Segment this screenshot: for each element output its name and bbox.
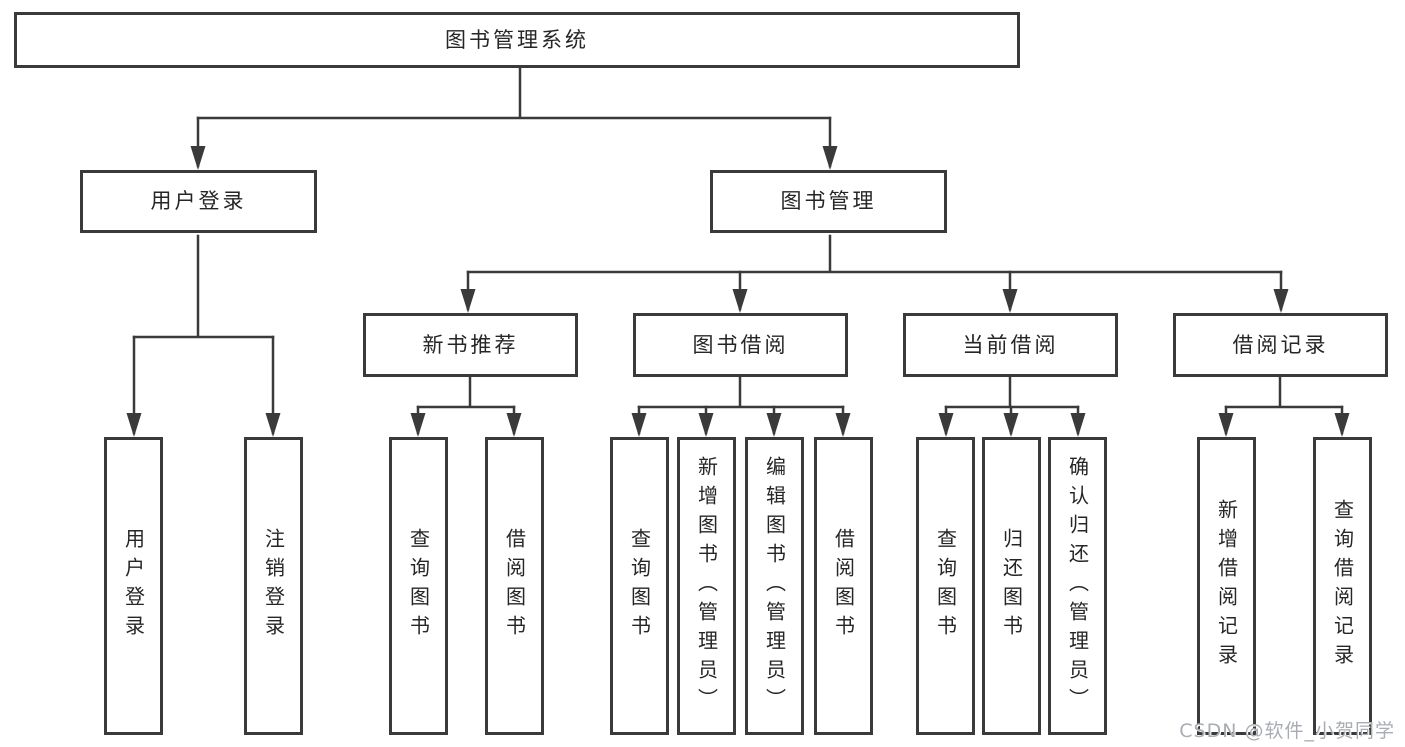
node-current-borrowing: 当前借阅 [903, 313, 1118, 377]
node-root: 图书管理系统 [14, 12, 1020, 68]
leaf-borrow-books-borrowing-label: 借阅图书 [831, 528, 856, 644]
leaf-borrow-books-recommend: 借阅图书 [485, 437, 544, 735]
node-book-management-label: 图书管理 [780, 189, 877, 213]
leaf-add-book-admin-label: 新增图书（管理员） [694, 455, 719, 717]
leaf-edit-book-admin-label: 编辑图书（管理员） [762, 455, 787, 717]
watermark: CSDN @软件_小贺同学 [1179, 720, 1395, 742]
leaf-user-login-label: 用户登录 [121, 528, 146, 644]
connector-trunks [132, 65, 1344, 409]
leaf-add-book-admin: 新增图书（管理员） [677, 437, 736, 735]
leaf-query-books-borrowing-label: 查询图书 [627, 528, 652, 644]
leaf-query-books-current-label: 查询图书 [933, 528, 958, 644]
leaf-logout: 注销登录 [244, 437, 303, 735]
leaf-query-borrow-record: 查询借阅记录 [1313, 437, 1372, 735]
leaf-query-books-borrowing: 查询图书 [610, 437, 669, 735]
node-root-label: 图书管理系统 [445, 27, 589, 52]
node-borrowing-records-label: 借阅记录 [1232, 332, 1329, 357]
leaf-query-books-recommend-label: 查询图书 [406, 528, 431, 644]
node-book-borrowing-label: 图书借阅 [692, 332, 789, 357]
leaf-add-borrow-record-label: 新增借阅记录 [1214, 499, 1239, 673]
leaf-return-book-label: 归还图书 [999, 528, 1024, 644]
node-book-borrowing: 图书借阅 [633, 313, 848, 377]
node-borrowing-records: 借阅记录 [1173, 313, 1388, 377]
leaf-query-books-current: 查询图书 [916, 437, 975, 735]
node-current-borrowing-label: 当前借阅 [962, 332, 1059, 357]
leaf-return-book: 归还图书 [982, 437, 1041, 735]
node-new-book-recommend: 新书推荐 [363, 313, 578, 377]
leaf-confirm-return-admin: 确认归还（管理员） [1048, 437, 1107, 735]
leaf-query-books-recommend: 查询图书 [389, 437, 448, 735]
node-user-login: 用户登录 [80, 170, 317, 233]
leaf-user-login: 用户登录 [104, 437, 163, 735]
leaf-confirm-return-admin-label: 确认归还（管理员） [1065, 455, 1090, 717]
leaf-logout-label: 注销登录 [261, 528, 286, 644]
node-book-management: 图书管理 [710, 170, 947, 233]
leaf-edit-book-admin: 编辑图书（管理员） [745, 437, 804, 735]
leaf-borrow-books-recommend-label: 借阅图书 [502, 528, 527, 644]
node-user-login-label: 用户登录 [150, 189, 247, 213]
leaf-add-borrow-record: 新增借阅记录 [1197, 437, 1256, 735]
leaf-query-borrow-record-label: 查询借阅记录 [1330, 499, 1355, 673]
node-new-book-recommend-label: 新书推荐 [422, 332, 519, 357]
leaf-borrow-books-borrowing: 借阅图书 [814, 437, 873, 735]
